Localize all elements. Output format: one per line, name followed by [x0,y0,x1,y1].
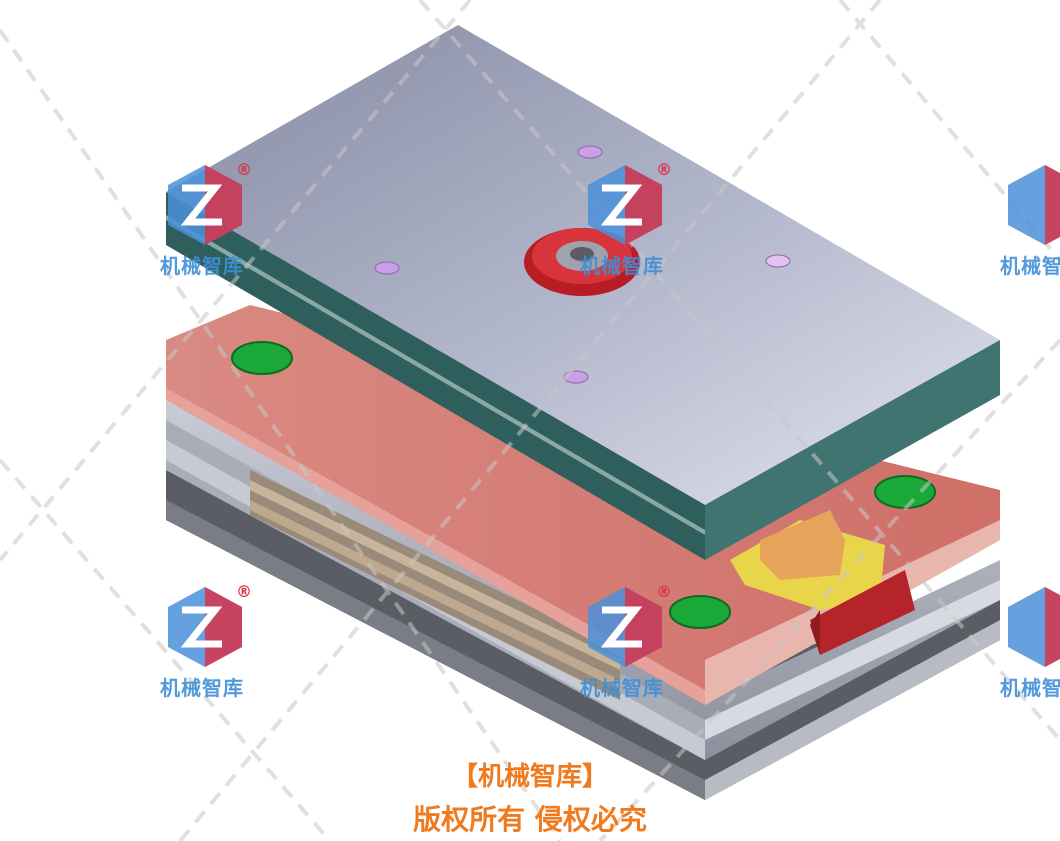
zk-logo-icon [168,587,242,667]
watermark-top-center: ® 机械智库 [580,160,690,290]
base-plate [166,470,1000,800]
zk-logo-icon [1008,587,1060,667]
watermark-brand-text: 机械智库 [160,676,244,700]
watermark-top-left: ® 机械智库 [160,160,270,290]
watermark-top-right: 机械智库 [1000,160,1060,290]
registered-mark: ® [656,160,672,179]
watermark-brand-text: 机械智库 [160,254,244,278]
watermark-brand-text: 机械智库 [1000,676,1060,700]
zk-logo-icon [588,165,662,245]
sprue-locating-ring [524,228,640,296]
registered-mark: ® [236,582,252,601]
zk-logo-icon [1008,165,1060,245]
guide-bushing-back-left [231,341,293,375]
registered-mark: ® [656,582,672,601]
registered-mark: ® [236,160,252,179]
watermark-brand-text: 机械智库 [580,676,664,700]
copyright-notice: 版权所有 侵权必究 [413,803,647,836]
guide-bushing-back-right [874,475,936,509]
watermark-brand-text: 机械智库 [580,254,664,278]
watermark-brand-text: 机械智库 [1000,254,1060,278]
zk-logo-icon [588,587,662,667]
copyright-brand: 【机械智库】 [451,762,608,792]
zk-logo-icon [168,165,242,245]
watermark-bottom-right: 机械智库 [1000,582,1060,712]
guide-bushing-front [669,595,731,629]
watermark-bottom-center: ® 机械智库 [580,582,690,712]
watermark-bottom-left: ® 机械智库 [160,582,270,712]
slider-insert [730,510,915,655]
